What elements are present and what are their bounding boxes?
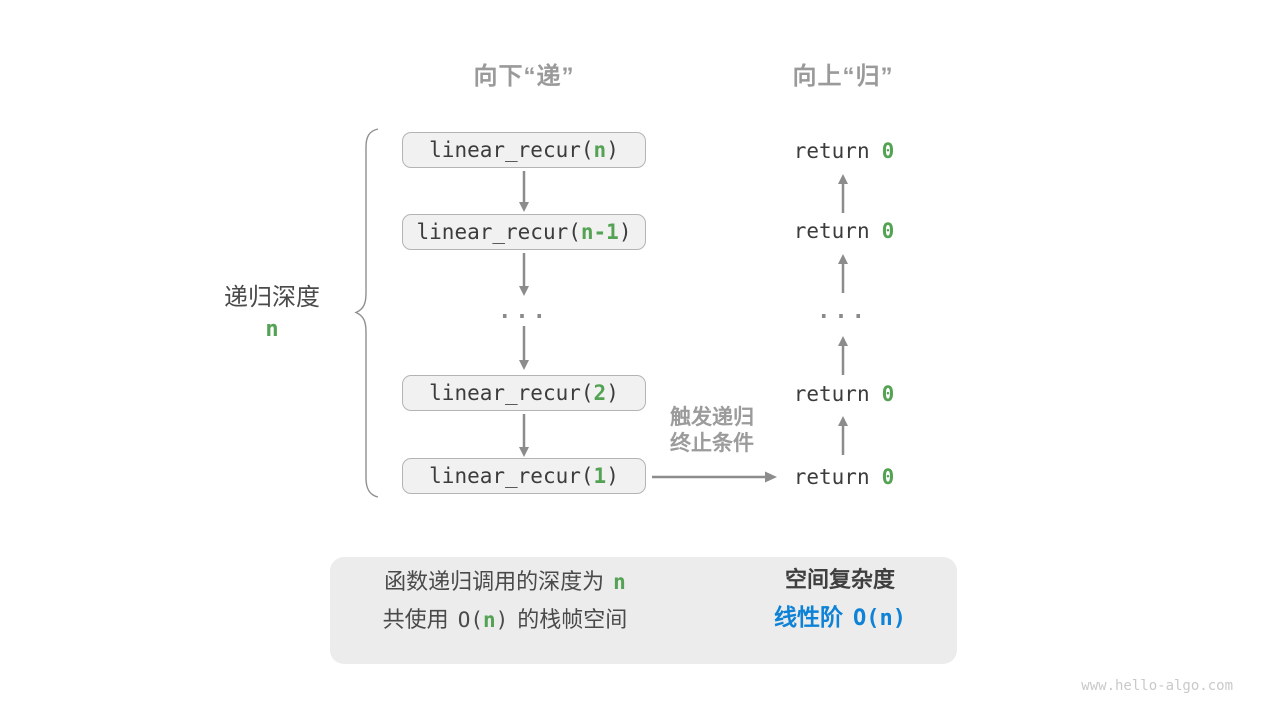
return-row: return 0 <box>780 218 908 244</box>
base-case-arrow <box>652 471 777 483</box>
call-text: ) <box>606 464 619 488</box>
return-value: 0 <box>881 382 895 406</box>
call-box-1: linear_recur(1) <box>402 458 646 494</box>
summary-line2-post: 的栈帧空间 <box>517 607 628 632</box>
call-arg: n-1 <box>580 220 619 244</box>
call-arg: 2 <box>593 381 607 405</box>
call-text: ) <box>606 381 619 405</box>
return-keyword: return <box>793 219 870 243</box>
return-keyword: return <box>793 382 870 406</box>
trigger-label: 触发递归 终止条件 <box>648 405 776 457</box>
complexity-order-label: 线性阶 <box>774 604 843 630</box>
call-arg: 1 <box>593 464 607 488</box>
summary-box <box>330 557 957 664</box>
summary-line1-text: 函数递归调用的深度为 <box>384 569 605 594</box>
trigger-line2: 终止条件 <box>670 432 754 455</box>
return-value: 0 <box>881 139 895 163</box>
summary-line2-code-value: n <box>482 608 496 632</box>
call-text: ) <box>618 220 632 244</box>
call-text: ) <box>606 138 619 162</box>
header-return: 向上“归” <box>792 62 894 90</box>
ellipsis-right: ... <box>817 299 869 324</box>
summary-line2-pre: 共使用 <box>382 607 449 632</box>
call-text: linear_recur( <box>429 464 594 488</box>
return-row: return 0 <box>780 381 908 407</box>
header-recurse: 向下“递” <box>473 62 575 90</box>
call-arg: n <box>593 138 607 162</box>
summary-line2-code: ) <box>495 608 509 632</box>
summary-line1-value: n <box>613 570 626 594</box>
call-text: linear_recur( <box>416 220 581 244</box>
return-row: return 0 <box>780 138 908 164</box>
watermark: www.hello-algo.com <box>1081 678 1233 694</box>
call-box-n: linear_recur(n) <box>402 132 646 168</box>
summary-right-text: 空间复杂度 线性阶 O(n) <box>752 566 928 632</box>
summary-line2-code: O( <box>457 608 483 632</box>
return-value: 0 <box>881 465 895 489</box>
return-value: 0 <box>881 219 895 243</box>
call-text: linear_recur( <box>429 381 594 405</box>
ellipsis-left: ... <box>498 299 550 324</box>
space-complexity-title: 空间复杂度 <box>784 567 895 592</box>
trigger-line1: 触发递归 <box>670 406 754 429</box>
return-row: return 0 <box>780 464 908 490</box>
depth-brace <box>354 128 379 498</box>
return-keyword: return <box>793 139 870 163</box>
call-box-2: linear_recur(2) <box>402 375 646 411</box>
depth-value: n <box>265 316 279 342</box>
depth-label: 递归深度 <box>224 283 320 311</box>
call-text: linear_recur( <box>429 138 594 162</box>
call-box-n-1: linear_recur(n-1) <box>402 214 646 250</box>
return-keyword: return <box>793 465 870 489</box>
complexity-order-code: O(n) <box>853 606 906 631</box>
